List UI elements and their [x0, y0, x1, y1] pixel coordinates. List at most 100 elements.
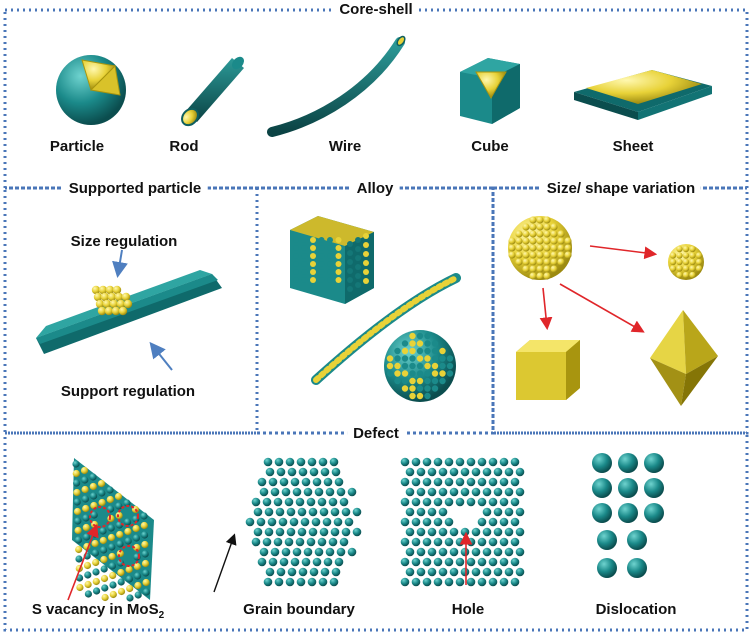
lattice-atom: [438, 547, 448, 557]
gold-atom: [111, 306, 121, 316]
lattice-atom: [455, 557, 465, 567]
alloy-atom: [386, 355, 394, 362]
alloy-atom: [318, 237, 325, 243]
gold-atom: [550, 237, 558, 245]
gold-atom: [543, 258, 551, 266]
lattice-atom: [471, 467, 481, 477]
sheet-label: Sheet: [612, 138, 654, 155]
lattice-atom: [107, 524, 115, 532]
lattice-atom: [101, 593, 109, 602]
lattice-atom: [287, 467, 297, 477]
lattice-atom: [400, 457, 410, 467]
alloy-wire-image: [311, 273, 461, 385]
hole-lattice-image: [400, 457, 525, 587]
lattice-atom: [320, 467, 330, 477]
lattice-atom: [298, 567, 308, 577]
lattice-atom: [444, 477, 454, 487]
lattice-atom: [341, 527, 351, 537]
lattice-atom: [515, 487, 525, 497]
alloy-atom: [416, 340, 424, 347]
lattice-atom: [411, 497, 421, 507]
alloy-atom: [347, 259, 353, 265]
lattice-atom: [281, 547, 291, 557]
lattice-atom: [100, 574, 109, 583]
gold-atom: [529, 223, 537, 231]
gold-atom: [543, 216, 551, 224]
lattice-atom: [427, 527, 437, 537]
lattice-atom: [592, 453, 612, 473]
gold-atom: [676, 258, 683, 266]
lattice-atom: [134, 581, 142, 590]
lattice-atom: [455, 497, 465, 507]
lattice-atom: [405, 567, 415, 577]
lattice-atom: [275, 507, 285, 517]
lattice-atom: [109, 590, 117, 599]
alloy-atom: [293, 253, 299, 259]
lattice-atom: [133, 543, 141, 552]
lattice-atom: [427, 467, 437, 477]
lattice-atom: [466, 497, 476, 507]
lattice-atom: [290, 557, 300, 567]
lattice-atom: [319, 527, 329, 537]
mos2-lattice-image: [72, 458, 154, 602]
lattice-atom: [264, 527, 274, 537]
gold-atom: [550, 244, 558, 252]
lattice-atom: [142, 569, 150, 577]
lattice-atom: [320, 567, 330, 577]
alloy-atom: [301, 269, 308, 275]
lattice-atom: [141, 531, 149, 539]
lattice-atom: [284, 497, 294, 507]
lattice-atom: [274, 577, 284, 587]
core-shell-rod-image: [181, 56, 244, 127]
alloy-atom: [446, 362, 454, 370]
alloy-atom: [431, 347, 439, 355]
alloy-atom: [355, 282, 361, 288]
lattice-atom: [253, 527, 263, 537]
lattice-atom: [106, 486, 114, 494]
lattice-atom: [644, 453, 664, 473]
alloy-atom: [424, 377, 431, 385]
lattice-atom: [133, 562, 141, 571]
lattice-atom: [274, 457, 284, 467]
lattice-atom: [466, 477, 476, 487]
alloy-atom: [293, 245, 299, 251]
lattice-atom: [330, 507, 340, 517]
lattice-atom: [125, 575, 133, 583]
lattice-atom: [347, 487, 357, 497]
gold-atom: [508, 244, 516, 252]
s-vacancy-arrow: [67, 524, 99, 601]
alloy-atom: [439, 347, 446, 355]
lattice-atom: [510, 577, 520, 587]
lattice-atom: [323, 477, 333, 487]
lattice-atom: [100, 565, 108, 573]
s-vacancy-subscript: 2: [158, 610, 165, 621]
lattice-atom: [644, 478, 664, 498]
alloy-atom: [293, 269, 299, 275]
gold-atom: [515, 251, 523, 259]
gold-atom: [689, 245, 696, 253]
lattice-atom: [84, 571, 92, 579]
lattice-atom: [278, 517, 288, 527]
lattice-atom: [482, 567, 492, 577]
alloy-atom: [327, 245, 333, 251]
lattice-atom: [499, 537, 509, 547]
alloy-atom: [327, 237, 333, 243]
small-particle-image: [668, 244, 704, 280]
lattice-atom: [438, 487, 448, 497]
lattice-atom: [504, 567, 514, 577]
lattice-atom: [123, 499, 131, 507]
lattice-atom: [333, 517, 343, 527]
lattice-atom: [344, 517, 354, 527]
gold-atom: [536, 216, 544, 224]
lattice-atom: [328, 497, 338, 507]
lattice-atom: [100, 555, 108, 564]
vacancy-circle-3: [118, 545, 140, 567]
lattice-atom: [99, 527, 107, 535]
gold-atom: [515, 230, 523, 238]
lattice-atom: [73, 479, 81, 487]
gold-atom: [557, 244, 565, 252]
lattice-atom: [301, 557, 311, 567]
gold-atom: [91, 285, 101, 295]
lattice-atom: [493, 507, 503, 517]
alloy-atom: [394, 355, 401, 362]
